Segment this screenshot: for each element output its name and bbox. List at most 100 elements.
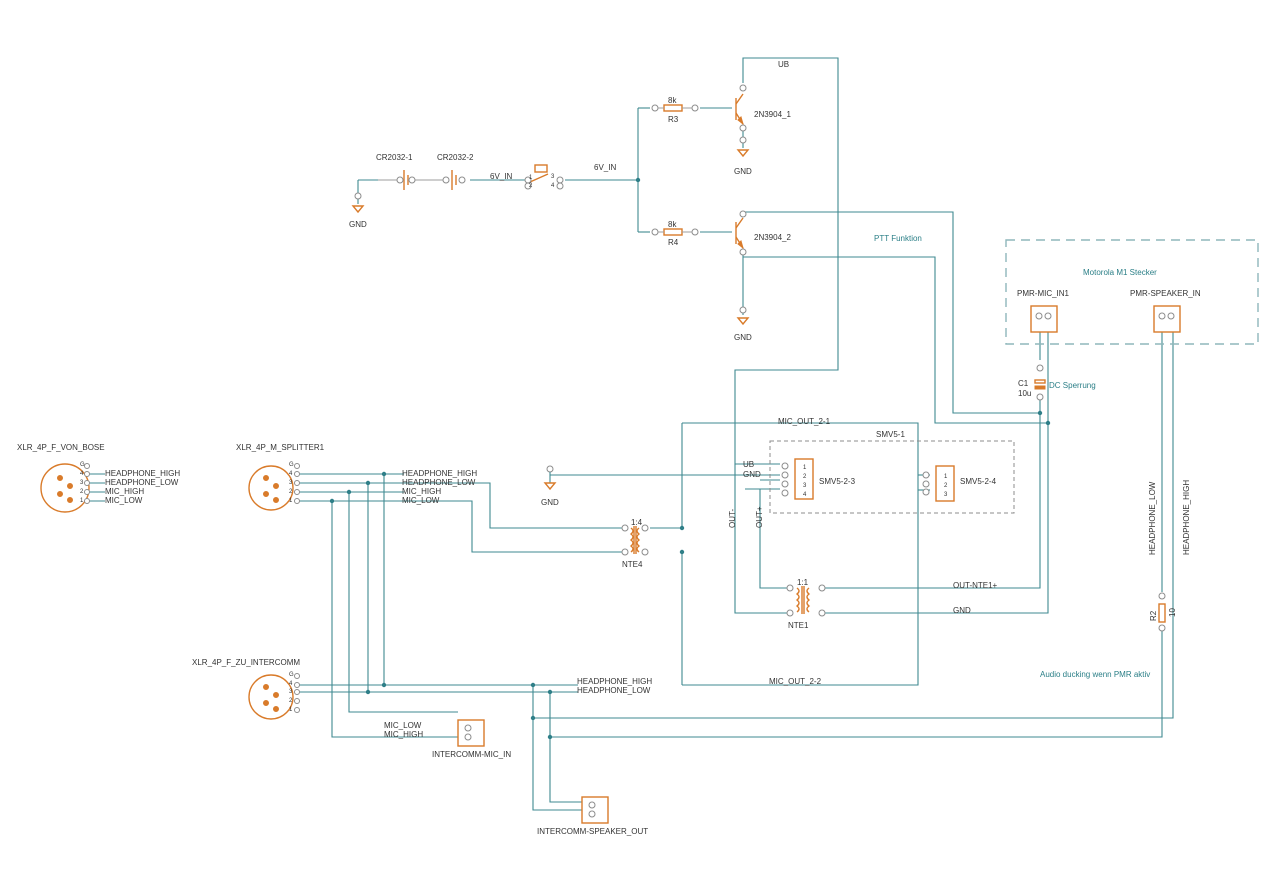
pmr-mic-connector: PMR-MIC_IN1	[1017, 289, 1070, 333]
net-6v-in-b: 6V_IN	[594, 163, 616, 172]
junction-dots	[329, 177, 1051, 740]
c1-value: 10u	[1018, 389, 1031, 398]
bose-hp-high: HEADPHONE_HIGH	[105, 469, 180, 478]
smv5-2-3-label: SMV5-2-3	[819, 477, 856, 486]
inter-hp-low: HEADPHONE_LOW	[577, 686, 651, 695]
svg-text:G: G	[80, 462, 85, 468]
intercomm-mic-connector: INTERCOMM-MIC_IN	[432, 719, 511, 759]
net-wires	[85, 57, 1174, 811]
bose-mic-low: MIC_LOW	[105, 496, 143, 505]
resistor-r4: 8k R4	[651, 220, 699, 247]
r4-name: R4	[668, 238, 679, 247]
switch: 1 2 3 4 6V_IN	[490, 164, 564, 190]
intercom-speaker-label: INTERCOMM-SPEAKER_OUT	[537, 827, 648, 836]
r4-value: 8k	[668, 220, 677, 229]
dc-note: DC Sperrung	[1049, 381, 1096, 390]
cr2-label: CR2032-2	[437, 153, 474, 162]
net-out-plus: OUT+	[755, 506, 764, 528]
svg-text:3: 3	[289, 480, 293, 486]
smv5-2-3: 1 2 3 4 SMV5-2-3	[781, 458, 856, 500]
net-out-nte1: OUT-NTE1+	[953, 581, 998, 590]
resistor-r2: R2 10	[1149, 592, 1177, 632]
gnd-label-battery: GND	[349, 220, 367, 229]
intercom-mic-label: INTERCOMM-MIC_IN	[432, 750, 511, 759]
net-gnd-mid: GND	[743, 470, 761, 479]
gnd-symbol-battery: GND	[349, 180, 367, 229]
xlr-intercomm-label: XLR_4P_F_ZU_INTERCOMM	[192, 658, 300, 667]
transformer-nte1: 1:1 NTE1	[786, 578, 826, 630]
nte1-label: NTE1	[788, 621, 809, 630]
right-hp-high: HEADPHONE_HIGH	[1182, 480, 1191, 555]
svg-text:1: 1	[289, 707, 293, 713]
c1-name: C1	[1018, 379, 1029, 388]
r3-name: R3	[668, 115, 679, 124]
right-hp-low: HEADPHONE_LOW	[1148, 481, 1157, 555]
gnd-label-mid: GND	[541, 498, 559, 507]
r2-value: 10	[1168, 608, 1177, 617]
svg-text:2: 2	[80, 489, 84, 495]
smv5-2-4-label: SMV5-2-4	[960, 477, 997, 486]
bose-mic-high: MIC_HIGH	[105, 487, 144, 496]
inter-mic-low: MIC_LOW	[384, 721, 422, 730]
svg-text:2: 2	[529, 183, 533, 189]
gnd-symbol-mid: GND	[541, 465, 559, 507]
q2-label: 2N3904_2	[754, 233, 791, 242]
inter-hp-high: HEADPHONE_HIGH	[577, 677, 652, 686]
xlr-bose-label: XLR_4P_F_VON_BOSE	[17, 443, 105, 452]
q1-label: 2N3904_1	[754, 110, 791, 119]
smv5-frame	[769, 440, 1015, 514]
svg-text:4: 4	[289, 681, 293, 687]
xlr-bose-connector: G 4 3 2 1 XLR_4P_F_VON_BOSE HEADPHONE_HI…	[17, 443, 180, 513]
transformer-nte4: 1:4 NTE4	[621, 518, 649, 569]
svg-text:2: 2	[803, 474, 807, 480]
transistor-q1: 2N3904_1 GND	[734, 84, 791, 176]
cr1-label: CR2032-1	[376, 153, 413, 162]
resistor-r3: 8k R3	[651, 96, 699, 124]
svg-text:2: 2	[944, 483, 948, 489]
svg-text:3: 3	[944, 492, 948, 498]
svg-text:1: 1	[80, 498, 84, 504]
svg-text:3: 3	[80, 480, 84, 486]
ptt-note: PTT Funktion	[874, 234, 922, 243]
net-ub-top: UB	[778, 60, 789, 69]
smv5-1-label: SMV5-1	[876, 430, 905, 439]
svg-text:G: G	[289, 672, 294, 678]
r2-name: R2	[1149, 610, 1158, 621]
svg-text:2: 2	[289, 489, 293, 495]
motorola-label: Motorola M1 Stecker	[1083, 268, 1157, 277]
gnd-label-q2: GND	[734, 333, 752, 342]
split-hp-high: HEADPHONE_HIGH	[402, 469, 477, 478]
motorola-frame	[1005, 239, 1259, 345]
nte1-ratio: 1:1	[797, 578, 809, 587]
svg-text:3: 3	[803, 483, 807, 489]
capacitor-c1: C1 10u DC Sperrung	[1018, 364, 1096, 401]
svg-text:1: 1	[803, 465, 807, 471]
xlr-splitter-connector: G 4 3 2 1 XLR_4P_M_SPLITTER1	[236, 443, 325, 511]
r3-value: 8k	[668, 96, 677, 105]
pmr-speaker-connector: PMR-SPEAKER_IN	[1130, 289, 1201, 333]
pmr-speaker-label: PMR-SPEAKER_IN	[1130, 289, 1201, 298]
pmr-mic-label: PMR-MIC_IN1	[1017, 289, 1070, 298]
bose-hp-low: HEADPHONE_LOW	[105, 478, 179, 487]
nte4-ratio: 1:4	[631, 518, 643, 527]
ducking-note: Audio ducking wenn PMR aktiv	[1040, 670, 1150, 679]
intercomm-speaker-connector: INTERCOMM-SPEAKER_OUT	[537, 796, 648, 836]
xlr-splitter-label: XLR_4P_M_SPLITTER1	[236, 443, 325, 452]
svg-text:1: 1	[529, 175, 533, 181]
inter-mic-high: MIC_HIGH	[384, 730, 423, 739]
xlr-intercomm-connector: G 4 3 2 1 XLR_4P_F_ZU_INTERCOMM	[192, 658, 300, 720]
svg-text:2: 2	[289, 698, 293, 704]
split-hp-low: HEADPHONE_LOW	[402, 478, 476, 487]
svg-text:4: 4	[803, 492, 807, 498]
svg-text:3: 3	[551, 174, 555, 180]
svg-text:4: 4	[80, 471, 84, 477]
battery-cr2032-2: CR2032-2	[418, 153, 474, 190]
net-mic-out-2-1: MIC_OUT_2-1	[778, 417, 831, 426]
net-mic-out-2-2: MIC_OUT_2-2	[769, 677, 822, 686]
nte4-label: NTE4	[622, 560, 643, 569]
smv5-2-4: 1 2 3 SMV5-2-4	[922, 465, 997, 502]
transistor-q2: 2N3904_2 GND	[734, 210, 791, 342]
battery-cr2032-1: CR2032-1	[376, 153, 418, 190]
svg-text:3: 3	[289, 689, 293, 695]
